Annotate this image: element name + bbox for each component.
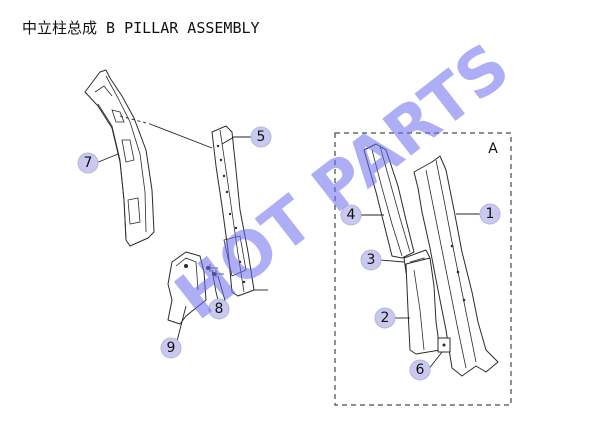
callout-6: 6 [409, 359, 431, 381]
callout-1: 1 [479, 203, 501, 225]
part-4-outer-reinforcement [363, 143, 415, 259]
callout-5: 5 [250, 126, 272, 148]
svg-text:7: 7 [84, 155, 93, 171]
alignment-line [119, 115, 151, 125]
svg-text:1: 1 [486, 206, 495, 222]
callout-7: 7 [77, 152, 99, 174]
svg-text:8: 8 [215, 301, 224, 317]
callout-9: 9 [160, 337, 182, 359]
svg-text:3: 3 [367, 252, 376, 268]
subassembly-box [334, 132, 512, 406]
callout-3: 3 [360, 249, 382, 271]
part-6-clip [437, 337, 451, 353]
part-5-pillar-reinforcement [211, 125, 255, 297]
svg-text:2: 2 [381, 310, 390, 326]
callout-4: 4 [340, 204, 362, 226]
part-1-pillar-outer [413, 155, 499, 377]
diagram-title: 中立柱总成 B PILLAR ASSEMBLY [22, 19, 260, 37]
leader-lines [95, 123, 480, 371]
part-9-lower-bracket [167, 251, 207, 325]
callout-2: 2 [374, 307, 396, 329]
part-2-lower-panel [405, 257, 441, 355]
part-7-pillar-trim [84, 69, 155, 247]
callout-8: 8 [208, 298, 230, 320]
svg-text:4: 4 [347, 207, 356, 223]
svg-text:5: 5 [257, 129, 266, 145]
svg-text:9: 9 [167, 340, 176, 356]
svg-text:6: 6 [416, 362, 425, 378]
subassembly-label: A [488, 141, 498, 157]
